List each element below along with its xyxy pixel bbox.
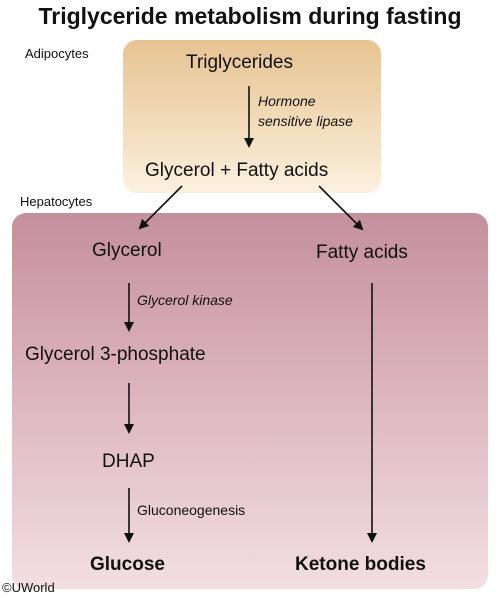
node-glycerol-3-phosphate: Glycerol 3-phosphate xyxy=(25,344,206,365)
hepatocyte-compartment xyxy=(12,213,488,589)
copyright-notice: ©UWorld xyxy=(2,580,55,595)
process-gluconeogenesis: Gluconeogenesis xyxy=(137,502,246,518)
enzyme-hsl-line2: sensitive lipase xyxy=(258,113,353,129)
hepatocytes-label: Hepatocytes xyxy=(20,194,93,209)
adipocytes-label: Adipocytes xyxy=(25,46,89,61)
enzyme-hsl-line1: Hormone xyxy=(258,93,316,109)
node-dhap: DHAP xyxy=(102,451,155,472)
node-fatty-acids: Fatty acids xyxy=(316,242,408,263)
diagram-title: Triglyceride metabolism during fasting xyxy=(38,3,462,29)
adipocyte-compartment xyxy=(123,40,381,193)
node-glucose: Glucose xyxy=(90,554,165,575)
node-glycerol: Glycerol xyxy=(92,240,162,261)
node-triglycerides: Triglycerides xyxy=(186,52,293,73)
node-glycerol-fatty-acids: Glycerol + Fatty acids xyxy=(145,160,329,181)
node-ketone-bodies: Ketone bodies xyxy=(295,554,426,575)
enzyme-glycerol-kinase: Glycerol kinase xyxy=(137,292,233,308)
arrow-to-fatty-acids xyxy=(318,185,364,231)
arrow-to-glycerol xyxy=(138,185,183,230)
